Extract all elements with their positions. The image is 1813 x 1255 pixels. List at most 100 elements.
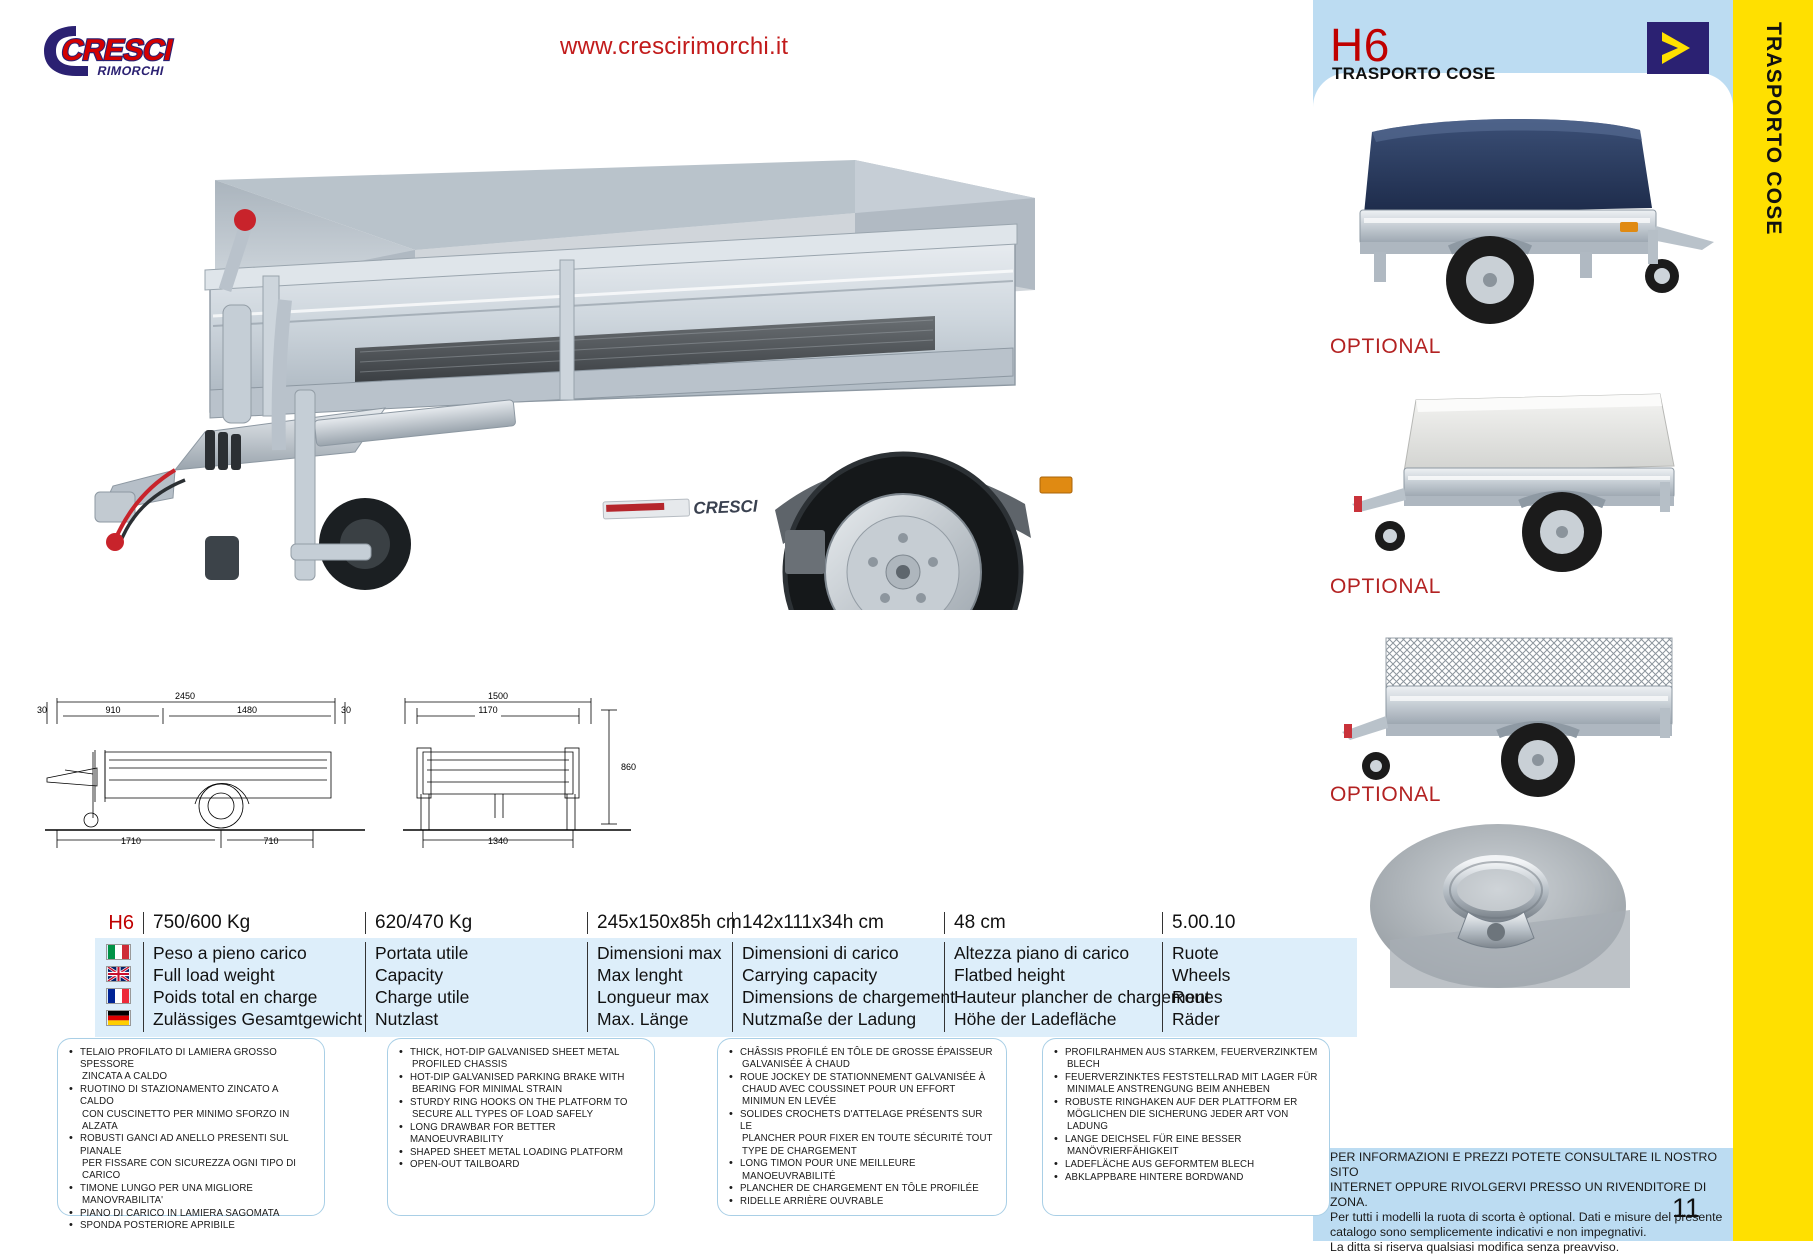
feature-item: ABKLAPPBARE HINTERE BORDWAND — [1053, 1171, 1319, 1184]
spec-value-cell-1: 620/470 Kg — [365, 912, 587, 934]
dim-rear-height: 860 — [621, 762, 636, 772]
spec-value-cell-2: 245x150x85h cm — [587, 912, 742, 934]
model-code: H6 — [1330, 19, 1390, 71]
page-number: 11 — [1672, 1193, 1701, 1223]
spec-label-en-1: Capacity — [375, 965, 444, 985]
language-flag-column — [95, 942, 143, 1032]
spec-label-de-3: Nutzmaße der Ladung — [742, 1009, 917, 1029]
spec-labels-row: Peso a pieno carico Full load weight Poi… — [95, 938, 1357, 1037]
spec-value-full-load-weight: 750/600 Kg — [153, 912, 251, 933]
feature-item: CHÂSSIS PROFILÉ EN TÔLE DE GROSSE ÉPAISS… — [728, 1046, 996, 1071]
feature-item: PROFILRAHMEN AUS STARKEM, FEUERVERZINKTE… — [1053, 1046, 1319, 1071]
feature-item: THICK, HOT-DIP GALVANISED SHEET METALPRO… — [398, 1046, 644, 1071]
technical-drawings: 2450 910 1480 30 30 1710 710 1500 1170 8… — [35, 690, 655, 875]
feature-item: ROBUSTE RINGHAKEN AUF DER PLATTFORM ERMÖ… — [1053, 1096, 1319, 1134]
feature-item-continuation: PER FISSARE CON SICUREZZA OGNI TIPO DI C… — [82, 1157, 297, 1182]
brand-subtitle-text: RIMORCHI — [96, 64, 165, 78]
spec-labels-cell-5: Ruote Wheels Roues Räder — [1162, 942, 1357, 1032]
feature-item: TIMONE LUNGO PER UNA MIGLIOREMANOVRABILI… — [68, 1182, 314, 1207]
spec-label-de-2: Max. Länge — [597, 1009, 689, 1029]
spec-labels-cell-1: Portata utile Capacity Charge utile Nutz… — [365, 942, 587, 1032]
dim-rear-bottom: 1340 — [488, 836, 508, 846]
spec-value-flatbed-height: 48 cm — [954, 912, 1006, 933]
feature-box-english: THICK, HOT-DIP GALVANISED SHEET METALPRO… — [387, 1038, 655, 1216]
spec-label-fr-0: Poids total en charge — [153, 987, 318, 1007]
model-category: TRASPORTO COSE — [1332, 64, 1496, 83]
footer-line-1: PER INFORMAZIONI E PREZZI POTETE CONSULT… — [1330, 1150, 1718, 1179]
feature-item: ROUE JOCKEY DE STATIONNEMENT GALVANISÉE … — [728, 1071, 996, 1109]
spec-labels-cell-3: Dimensioni di carico Carrying capacity D… — [732, 942, 956, 1032]
feature-item-continuation: MANOVRABILITA' — [82, 1194, 164, 1206]
feature-item-continuation: CON CUSCINETTO PER MINIMO SFORZO IN ALZA… — [82, 1108, 290, 1132]
spec-label-fr-3: Dimensions de chargement — [742, 987, 956, 1007]
feature-item: LONG TIMON POUR UNE MEILLEUREMANOEUVRABI… — [728, 1157, 996, 1182]
spec-label-en-2: Max lenght — [597, 965, 683, 985]
feature-item-continuation: MÖGLICHEN DIE SICHERUNG JEDER ART VON — [1067, 1109, 1289, 1121]
feature-box-french: CHÂSSIS PROFILÉ EN TÔLE DE GROSSE ÉPAISS… — [717, 1038, 1007, 1216]
feature-item-continuation: PROFILED CHASSIS — [412, 1059, 508, 1071]
spec-label-de-5: Räder — [1172, 1009, 1220, 1029]
feature-item-continuation: CHAUD AVEC COUSSINET POUR UN EFFORT — [742, 1084, 956, 1096]
spec-label-fr-4: Hauteur plancher de chargement — [954, 987, 1210, 1007]
section-tab-bar — [1733, 0, 1813, 1241]
spec-value-cell-3: 142x111x34h cm — [732, 912, 944, 934]
feature-item: STURDY RING HOOKS ON THE PLATFORM TOSECU… — [398, 1096, 644, 1121]
feature-item-continuation: MANÖVRIERFÄHIGKEIT — [1067, 1146, 1179, 1158]
spec-value-load-dimensions: 142x111x34h cm — [742, 912, 884, 933]
section-tab-text: TRASPORTO COSE — [1762, 22, 1785, 236]
spec-value-cell-4: 48 cm — [944, 912, 1162, 934]
model-photo-ring-hook — [1330, 820, 1720, 990]
feature-list-italian: TELAIO PROFILATO DI LAMIERA GROSSO SPESS… — [68, 1046, 314, 1233]
france-flag — [106, 988, 131, 1004]
spec-label-it-2: Dimensioni max — [597, 943, 722, 963]
feature-item: SHAPED SHEET METAL LOADING PLATFORM — [398, 1146, 644, 1159]
feature-item-continuation: TYPE DE CHARGEMENT — [742, 1145, 857, 1157]
germany-flag — [106, 1010, 131, 1026]
spec-label-en-3: Carrying capacity — [742, 965, 878, 985]
spec-model-id: H6 — [108, 911, 134, 934]
dim-rear-inner: 1170 — [478, 705, 497, 715]
feature-item: ROBUSTI GANCI AD ANELLO PRESENTI SUL PIA… — [68, 1132, 314, 1182]
chevron-right-icon — [1647, 22, 1709, 74]
feature-item: FEUERVERZINKTES FESTSTELLRAD MIT LAGER F… — [1053, 1071, 1319, 1096]
dim-rear-overall: 1500 — [488, 691, 508, 701]
spec-label-it-4: Altezza piano di carico — [954, 943, 1130, 963]
spec-value-cell-0: 750/600 Kg — [143, 912, 365, 934]
website-url[interactable]: www.crescirimorchi.it — [560, 33, 789, 60]
spec-model-cell: H6 — [95, 912, 143, 935]
feature-item-continuation: LADUNG — [1067, 1121, 1108, 1133]
feature-box-italian: TELAIO PROFILATO DI LAMIERA GROSSO SPESS… — [57, 1038, 325, 1232]
footer-line-2: INTERNET OPPURE RIVOLGERVI PRESSO UN RIV… — [1330, 1180, 1707, 1209]
hero-product-photo: CRESCI — [55, 140, 1135, 693]
specification-table: H6 750/600 Kg 620/470 Kg 245x150x85h cm … — [95, 908, 1357, 1037]
spec-label-de-0: Zulässiges Gesamtgewicht — [153, 1009, 363, 1029]
feature-item-continuation: MANOEUVRABILITÉ — [742, 1170, 836, 1182]
spec-labels-cell-4: Altezza piano di carico Flatbed height H… — [944, 942, 1210, 1032]
feature-item-continuation: SECURE ALL TYPES OF LOAD SAFELY — [412, 1109, 594, 1121]
spec-label-de-1: Nutzlast — [375, 1009, 439, 1029]
spec-value-cell-5: 5.00.10 — [1162, 912, 1357, 934]
feature-item: SOLIDES CROCHETS D'ATTELAGE PRÉSENTS SUR… — [728, 1108, 996, 1158]
spec-values-row: H6 750/600 Kg 620/470 Kg 245x150x85h cm … — [95, 908, 1357, 938]
feature-item-continuation: GALVANISÉE À CHAUD — [742, 1059, 851, 1071]
dim-side-offset-left: 30 — [37, 705, 47, 715]
dim-side-bottom-left: 1710 — [121, 836, 141, 846]
optional-label-1: OPTIONAL — [1330, 335, 1441, 358]
model-photo-canvas-cover — [1330, 370, 1720, 610]
footer-line-5: La ditta si riserva qualsiasi modifica s… — [1330, 1240, 1620, 1254]
dim-side-offset-right: 30 — [341, 705, 351, 715]
feature-item: TELAIO PROFILATO DI LAMIERA GROSSO SPESS… — [68, 1046, 314, 1084]
optional-label-2: OPTIONAL — [1330, 575, 1441, 598]
dim-side-bottom-right: 710 — [263, 836, 278, 846]
feature-item: PLANCHER DE CHARGEMENT EN TÔLE PROFILÉE — [728, 1182, 996, 1195]
spec-labels-cell-0: Peso a pieno carico Full load weight Poi… — [143, 942, 365, 1032]
spec-label-en-5: Wheels — [1172, 965, 1231, 985]
card-corner-decoration — [1313, 73, 1353, 113]
spec-label-en-0: Full load weight — [153, 965, 275, 985]
united-kingdom-flag — [106, 966, 131, 982]
spec-label-it-0: Peso a pieno carico — [153, 943, 307, 963]
feature-list-german: PROFILRAHMEN AUS STARKEM, FEUERVERZINKTE… — [1053, 1046, 1319, 1184]
model-photo-mesh-sides — [1330, 608, 1720, 828]
feature-item: LONG DRAWBAR FOR BETTER MANOEUVRABILITY — [398, 1121, 644, 1146]
feature-item-continuation: MINIMALE ANSTRENGUNG BEIM ANHEBEN — [1067, 1084, 1271, 1096]
